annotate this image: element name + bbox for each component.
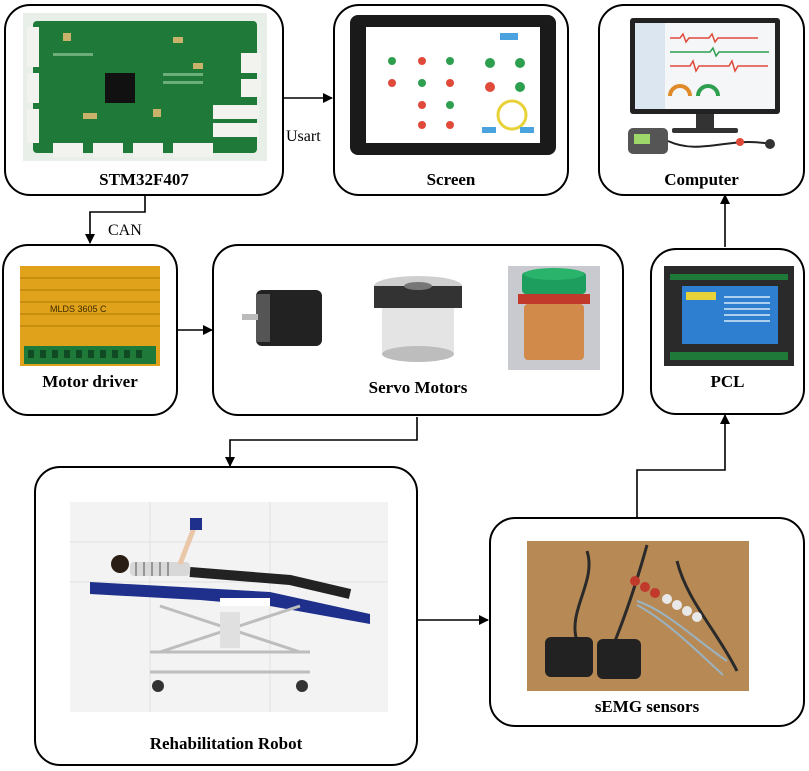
node-pcl: PCL — [650, 248, 805, 415]
node-screen: Screen — [333, 4, 569, 196]
edge-label-usart: Usart — [286, 128, 321, 145]
node-computer: Computer — [598, 4, 805, 196]
arrow-servo-to-robot — [225, 417, 418, 467]
arrow-semg-to-pcl — [636, 414, 730, 517]
computer-monitor-photo — [620, 16, 788, 162]
servo-motor-photos — [238, 260, 604, 372]
touch-screen-photo — [350, 15, 556, 155]
node-rehabilitation-robot: Rehabilitation Robot — [34, 466, 418, 766]
node-semg-sensors: sEMG sensors — [489, 517, 805, 727]
pcl-module-photo — [664, 266, 794, 366]
semg-sensor-photo — [527, 541, 749, 691]
pcb-board-photo — [23, 13, 267, 161]
node-stm32: STM32F407 — [4, 4, 284, 196]
motor-driver-device-text: MLDS 3605 C — [50, 304, 107, 314]
node-label-rehabilitation-robot: Rehabilitation Robot — [149, 734, 303, 753]
arrow-stm32-to-motor-driver — [85, 195, 146, 244]
rehabilitation-robot-photo — [70, 502, 388, 712]
node-label-screen: Screen — [426, 170, 476, 189]
node-label-stm32: STM32F407 — [99, 170, 189, 189]
node-label-semg-sensors: sEMG sensors — [594, 697, 700, 716]
motor-driver-photo: MLDS 3605 C — [20, 266, 160, 366]
node-servo-motors: Servo Motors — [212, 244, 624, 416]
node-label-motor-driver: Motor driver — [42, 372, 138, 391]
node-motor-driver: MLDS 3605 C Motor driver — [2, 244, 178, 416]
node-label-pcl: PCL — [710, 372, 745, 391]
node-label-computer: Computer — [664, 170, 739, 189]
edge-label-can: CAN — [108, 222, 142, 239]
node-label-servo-motors: Servo Motors — [368, 378, 468, 397]
